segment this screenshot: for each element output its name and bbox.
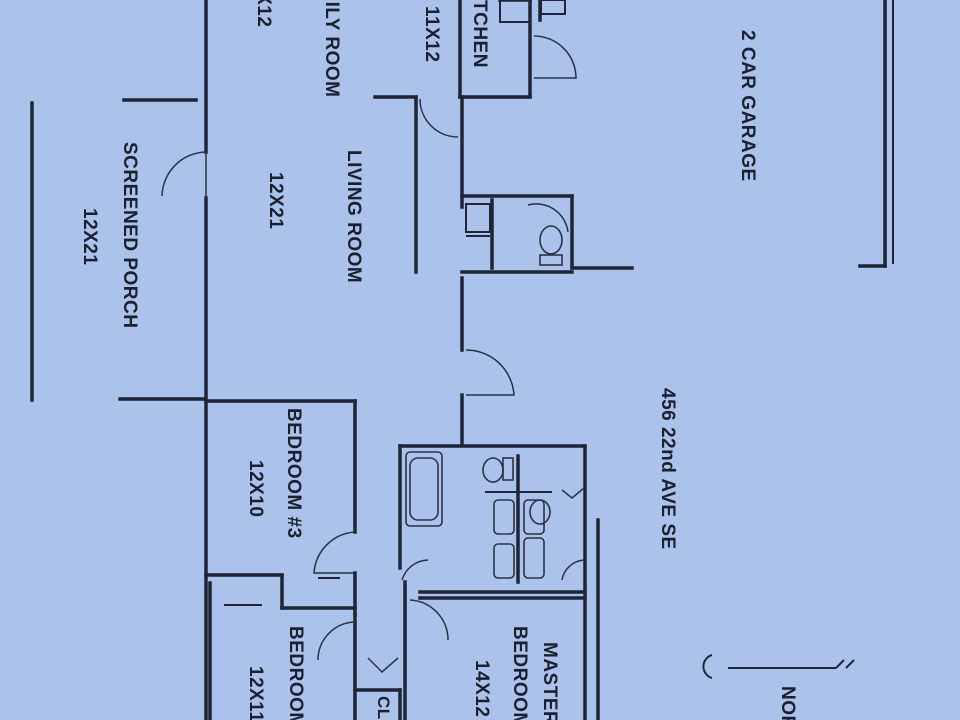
closet-label: CL <box>374 696 393 720</box>
bedroom2-dim: 12X11 <box>245 666 266 720</box>
master-label: MASTER <box>539 642 560 720</box>
closet-door-swing <box>367 657 399 674</box>
wc-door-swing <box>561 487 585 499</box>
family-room-label: FAMILY ROOM <box>321 0 342 97</box>
address-label: 456 22nd AVE SE <box>657 388 678 550</box>
bedroom2-door-swing <box>317 621 356 661</box>
living-room-dim: 12X21 <box>265 172 286 229</box>
wc-toilet <box>529 499 551 525</box>
half-bath-door <box>527 203 569 233</box>
hall-door-swing <box>465 349 515 396</box>
bedroom3-dim: 12X10 <box>245 460 266 517</box>
bedroom3-door-swing <box>313 531 356 574</box>
kitchen-label: KITCHEN <box>469 0 490 68</box>
screened-porch-label: SCREENED PORCH <box>119 142 140 328</box>
vanity-sink-1 <box>493 499 515 535</box>
garage-label: 2 CAR GARAGE <box>737 30 758 182</box>
porch-door-swing <box>161 151 207 198</box>
master-label-2: BEDROOM <box>509 626 530 720</box>
north-arrow-tick-2 <box>845 659 855 669</box>
vanity-sink-2 <box>523 499 545 535</box>
bedroom2-label: BEDROOM <box>285 626 306 720</box>
kitchen-door-swing <box>419 98 459 138</box>
bedroom3-label: BEDROOM #3 <box>283 408 304 539</box>
vanity-sink-3 <box>493 543 515 579</box>
living-room-label: LIVING ROOM <box>343 150 364 283</box>
master-bath-door <box>401 559 429 581</box>
bathtub-inner <box>409 457 439 521</box>
vanity-sink-4 <box>523 537 545 579</box>
kitchen-cabinet <box>499 0 531 23</box>
north-label: NORTH <box>777 686 798 720</box>
master-toilet-tank <box>502 457 514 481</box>
north-arrow <box>702 654 713 679</box>
north-arrow-tick-1 <box>835 659 845 669</box>
kitchen-dim: 11X12 <box>421 6 442 62</box>
master-closet-door <box>561 559 585 581</box>
master-door-swing <box>409 599 449 641</box>
bathtub <box>405 451 443 527</box>
garage-door-swing <box>533 35 577 79</box>
screened-porch-dim: 12X21 <box>79 208 100 265</box>
master-dim: 14X12 <box>471 660 492 717</box>
half-bath-tank <box>539 254 563 266</box>
half-bath-closet <box>465 203 491 233</box>
kitchen-stair <box>540 0 566 15</box>
half-bath-toilet <box>539 225 563 255</box>
family-room-dim: 12X12 <box>253 0 274 27</box>
